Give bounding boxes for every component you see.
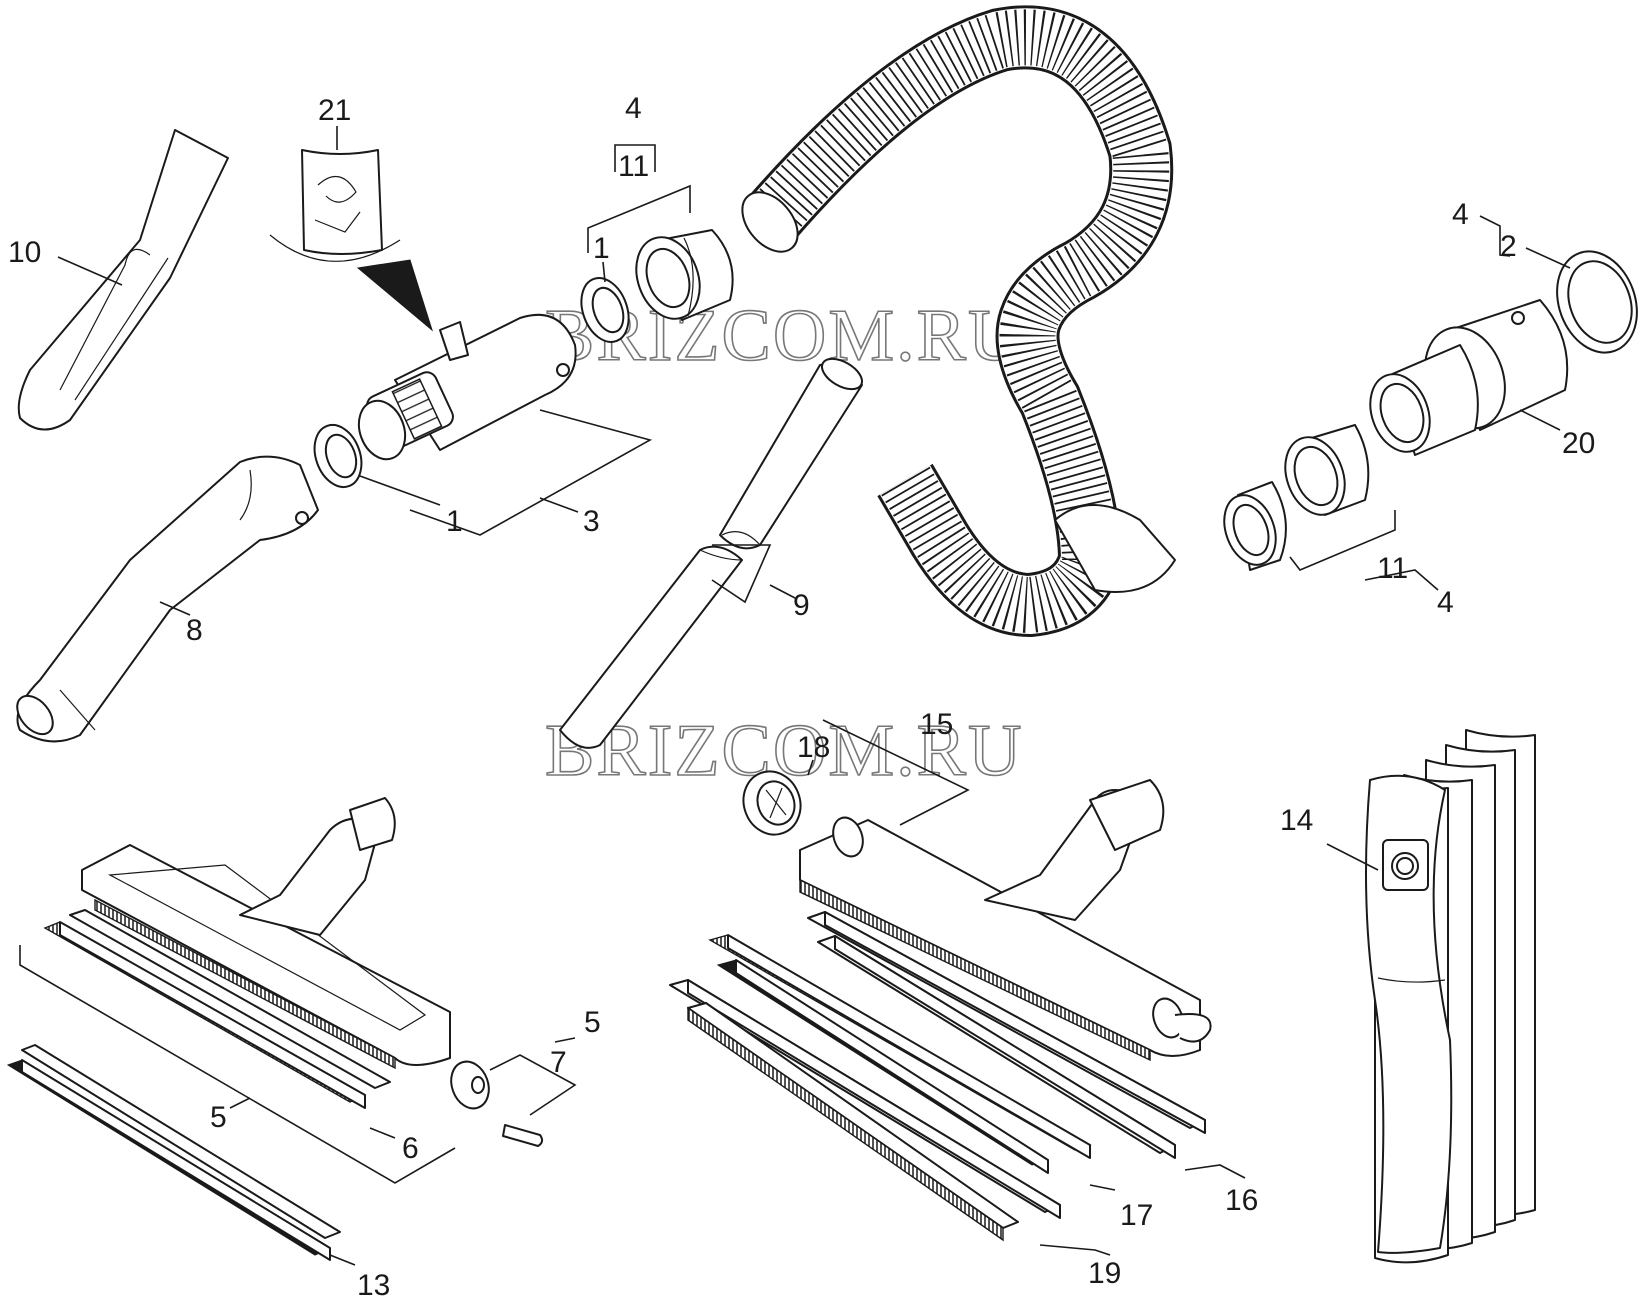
label-16: 16 xyxy=(1225,1184,1258,1217)
bracket-4-2 xyxy=(1479,215,1511,257)
clamp-ring-upper xyxy=(580,277,630,343)
wheel-7 xyxy=(450,1060,544,1147)
label-11-upper: 11 xyxy=(618,150,649,183)
leader-18 xyxy=(807,759,814,776)
hose-end-top xyxy=(741,191,799,253)
label-5-right: 5 xyxy=(584,1006,601,1039)
label-5-left: 5 xyxy=(210,1101,227,1134)
label-18: 18 xyxy=(797,731,830,764)
label-20: 20 xyxy=(1562,427,1595,460)
label-19: 19 xyxy=(1088,1257,1121,1290)
bracket-7 xyxy=(489,1054,577,1116)
label-1-upper: 1 xyxy=(593,232,610,265)
bracket-17 xyxy=(1089,1184,1116,1191)
bracket-16 xyxy=(1184,1164,1246,1179)
strip-13 xyxy=(6,1044,341,1261)
leader-9 xyxy=(769,584,796,599)
floor-nozzle-5 xyxy=(81,797,451,1070)
strip-19b xyxy=(687,1002,1019,1242)
bracket-11-right xyxy=(1289,510,1396,571)
strip-19a xyxy=(669,979,1061,1219)
leader-5 xyxy=(229,1097,251,1109)
bracket-4-11-right xyxy=(1364,569,1439,591)
hose-handle-assembly xyxy=(357,313,577,461)
label-13: 13 xyxy=(357,1269,390,1302)
label-14: 14 xyxy=(1280,804,1313,837)
bracket-9 xyxy=(711,544,772,604)
leader-20 xyxy=(1519,409,1561,431)
leader-8 xyxy=(159,601,191,616)
wheel-18 xyxy=(742,770,802,836)
label-6: 6 xyxy=(402,1132,419,1165)
bracket-3 xyxy=(409,409,653,536)
extension-tube-upper xyxy=(719,357,863,550)
bracket-19 xyxy=(1039,1244,1111,1256)
leader-1-left xyxy=(359,475,441,506)
bracket-5 xyxy=(19,945,456,1184)
filter-bag-set-14 xyxy=(1365,729,1536,1264)
strip-6a xyxy=(43,921,367,1109)
floor-nozzle-15 xyxy=(799,779,1212,1062)
leader-13 xyxy=(329,1254,356,1266)
label-15: 15 xyxy=(920,708,953,741)
hose-connector-upper xyxy=(635,229,734,321)
label-4-right-bottom: 4 xyxy=(1437,586,1454,619)
label-7: 7 xyxy=(550,1046,567,1079)
label-21: 21 xyxy=(318,94,351,127)
leader-1-upper xyxy=(602,261,606,283)
label-2: 2 xyxy=(1500,230,1517,263)
label-11-right: 11 xyxy=(1377,552,1408,585)
strip-17a xyxy=(708,934,1092,1159)
filter-bag-icon xyxy=(269,149,433,332)
strip-16a xyxy=(807,911,1206,1134)
strip-6b xyxy=(69,909,391,1089)
leader-6 xyxy=(369,1127,396,1139)
label-17: 17 xyxy=(1120,1199,1153,1232)
label-10: 10 xyxy=(8,236,41,269)
hose-connector-11-right xyxy=(1284,424,1370,516)
label-3: 3 xyxy=(583,505,600,538)
suction-hose xyxy=(745,5,1174,638)
leader-14 xyxy=(1326,843,1379,871)
label-1-left: 1 xyxy=(446,505,463,538)
label-8: 8 xyxy=(186,614,203,647)
hose-adapter-20 xyxy=(1369,299,1569,456)
bracket-11-upper xyxy=(587,184,691,253)
hose-end-bottom xyxy=(1054,504,1176,593)
extension-tube-lower xyxy=(559,545,743,749)
leader-10 xyxy=(57,256,123,286)
label-4-right-top: 4 xyxy=(1452,198,1469,231)
clamp-ring-right xyxy=(1223,481,1287,571)
bracket-15 xyxy=(822,719,970,826)
label-9: 9 xyxy=(793,589,810,622)
leader-2 xyxy=(1525,247,1571,269)
strip-16b xyxy=(817,935,1176,1159)
label-4-upper: 4 xyxy=(625,92,642,125)
clamp-ring-left xyxy=(313,424,363,488)
seal-ring-2 xyxy=(1556,250,1638,354)
leader-3 xyxy=(539,497,579,513)
bent-handle-tube xyxy=(16,455,319,743)
strip-17b xyxy=(716,959,1050,1174)
crevice-nozzle xyxy=(17,129,229,431)
bracket-5-7 xyxy=(554,1037,576,1043)
bracket-4-11-upper xyxy=(614,144,656,172)
